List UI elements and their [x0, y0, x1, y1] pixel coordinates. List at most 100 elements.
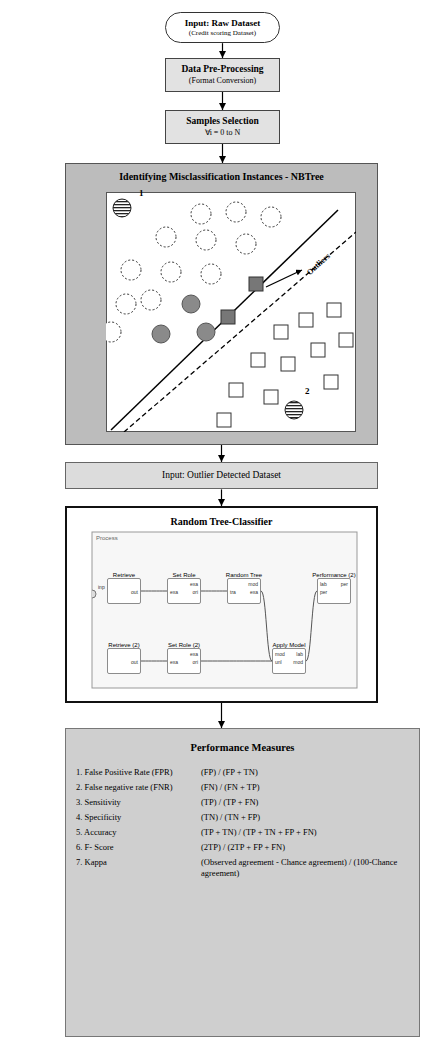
class-circle: [261, 207, 281, 227]
process-panel: Random Tree-ClassifierRetrieveoutSet Rol…: [65, 506, 378, 703]
class-square: [217, 413, 231, 427]
operator-name: Performance (2): [312, 572, 355, 578]
class-square: [264, 390, 278, 404]
misclassified-circle: [152, 325, 170, 343]
measure-name: 6. F- Score: [76, 842, 198, 853]
process-box: Data Pre-Processing(Format Conversion): [165, 58, 280, 92]
port-label: ori: [192, 660, 198, 665]
flow-arrow: [221, 703, 222, 728]
misclassified-circle: [182, 295, 200, 313]
box-subtitle: (Format Conversion): [172, 76, 273, 86]
flow-arrow: [221, 445, 222, 462]
operator-box: Retrieve (2)out: [107, 648, 141, 674]
wire: [141, 661, 167, 662]
input-port: [92, 590, 96, 598]
panel-label: Process: [96, 535, 118, 541]
box-title: Samples Selection: [172, 116, 273, 127]
box-subtitle: ∀i = 0 to N: [172, 128, 273, 138]
measure-formula: (TP + TN) / (TP + TN + FP + FN): [201, 827, 413, 838]
port-label: tra: [230, 590, 236, 595]
port-label: lab: [296, 652, 303, 657]
class-circle: [226, 202, 246, 222]
port-label: ori: [192, 590, 198, 595]
start-terminal: Input: Raw Dataset(Credit scoring Datase…: [165, 12, 280, 43]
process-panel: Identifying Misclassification Instances …: [65, 163, 378, 445]
wire: [201, 591, 227, 592]
class-circle: [196, 230, 216, 250]
port-label: out: [131, 590, 138, 595]
port-label: unl: [275, 660, 282, 665]
class-circle: [141, 290, 161, 310]
measure-name: 4. Specificity: [76, 812, 198, 823]
operator-name: Apply Model: [272, 642, 305, 648]
striped-sample: [113, 199, 131, 217]
port-label: lab: [320, 582, 327, 587]
wire: [306, 591, 317, 661]
outlier-arrow: [266, 270, 302, 287]
panel-heading: Random Tree-Classifier: [73, 516, 370, 528]
class-square: [299, 313, 313, 327]
class-square: [327, 303, 341, 317]
port-label: out: [131, 660, 138, 665]
panel-heading: Identifying Misclassification Instances …: [72, 171, 371, 183]
misclassified-square: [249, 277, 263, 291]
measure-name: 5. Accuracy: [76, 827, 198, 838]
flow-arrow: [222, 43, 223, 58]
port-label: mod: [248, 582, 258, 587]
misclassified-circle: [197, 323, 215, 341]
process-band: Input: Outlier Detected Dataset: [65, 462, 378, 489]
measure-formula: (TP) / (TP + FN): [201, 797, 413, 808]
flow-arrow: [222, 92, 223, 110]
class-square: [281, 357, 295, 371]
port-label: per: [320, 590, 327, 595]
class-square: [229, 383, 243, 397]
class-square: [251, 353, 265, 367]
callout-number: 1: [139, 189, 144, 198]
port-label: exa: [190, 652, 198, 657]
measure-name: 3. Sensitivity: [76, 797, 198, 808]
flow-arrow: [221, 489, 222, 506]
wire: [261, 591, 272, 661]
illustration-ground: [107, 193, 356, 432]
class-square: [324, 375, 338, 389]
wire: [201, 661, 272, 662]
process-box: Samples Selection∀i = 0 to N: [165, 110, 280, 144]
port-label: exa: [190, 582, 198, 587]
operator-box: Set Roleexaexaori: [167, 578, 201, 604]
box-title: Input: Outlier Detected Dataset: [72, 470, 371, 481]
box-title: Data Pre-Processing: [172, 64, 273, 75]
measure-name: 1. False Positive Rate (FPR): [76, 767, 198, 778]
operator-name: Set Role: [172, 572, 195, 578]
class-circle: [156, 227, 176, 247]
measures-panel: Performance Measures1. False Positive Ra…: [65, 728, 420, 1037]
class-circle: [161, 262, 181, 282]
class-circle: [116, 294, 136, 314]
measure-formula: (Observed agreement - Chance agreement) …: [201, 857, 413, 878]
class-circle: [236, 234, 256, 254]
measure-name: 7. Kappa: [76, 857, 198, 868]
class-square: [339, 333, 353, 347]
measure-formula: (FN) / (FN + TP): [201, 782, 413, 793]
operator-box: Set Role (2)exaexaori: [167, 648, 201, 674]
operator-name: Random Tree: [226, 572, 262, 578]
class-square: [274, 325, 288, 339]
box-title: Input: Raw Dataset: [172, 18, 273, 29]
wire: [141, 591, 167, 592]
port-label: exa: [250, 590, 258, 595]
port-label: mod: [293, 660, 303, 665]
class-square: [311, 343, 325, 357]
port-label: exa: [170, 590, 178, 595]
misclassified-square: [221, 310, 235, 324]
measure-name: 2. False negative rate (FNR): [76, 782, 198, 793]
operator-box: Performance (2)labperper: [317, 578, 351, 604]
class-circle: [106, 322, 121, 342]
operator-box: Apply Modelmodunllabmod: [272, 648, 306, 674]
classification-illustration: [106, 192, 356, 432]
class-circle: [201, 264, 221, 284]
port-label: inp: [98, 585, 105, 590]
operator-name: Retrieve (2): [108, 642, 139, 648]
box-subtitle: (Credit scoring Dataset): [172, 29, 273, 37]
class-circle: [191, 204, 211, 224]
flow-arrow: [222, 144, 223, 163]
